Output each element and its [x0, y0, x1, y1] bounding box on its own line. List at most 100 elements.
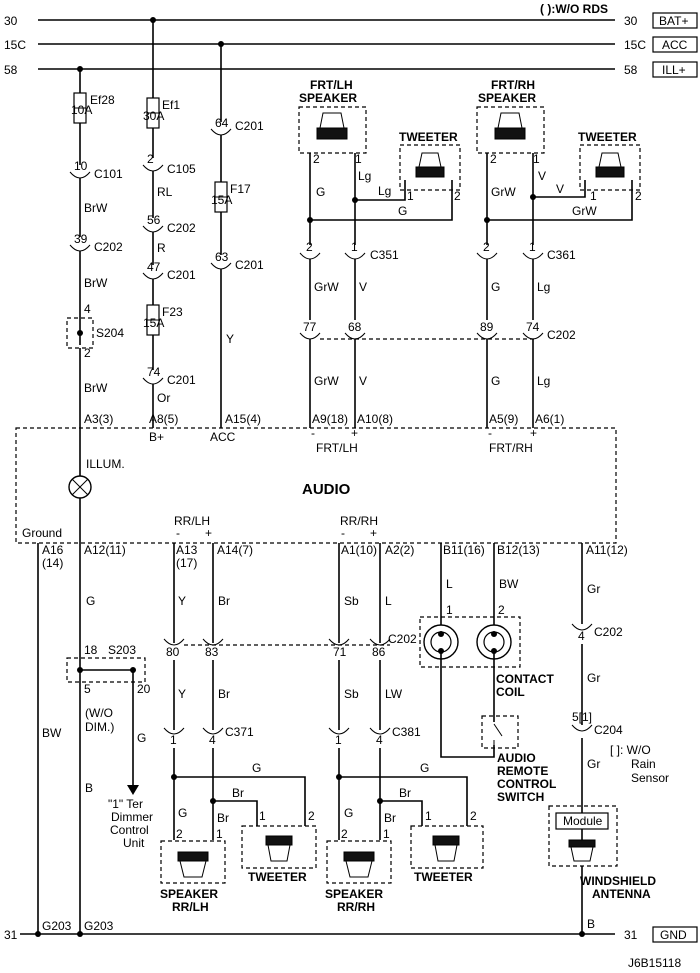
junction-dot [77, 667, 83, 673]
audio-unit-box [15, 427, 617, 544]
c202-pin-83: 83 [205, 645, 219, 659]
junction-dot [77, 931, 83, 937]
frt-lh-title-1: FRT/LH [310, 78, 353, 92]
frt-lh-wire-lg: Lg [358, 169, 371, 183]
c351-label: C351 [370, 248, 399, 262]
c202-pin-89: 89 [480, 320, 494, 334]
s204-label: S204 [96, 326, 124, 340]
frt-rh-wire-g: G [491, 280, 500, 294]
term-a12: A12(11) [84, 543, 126, 557]
rr-rh-speaker-title-2: RR/RH [337, 900, 375, 914]
switch-contact-icon [493, 723, 503, 745]
illum-label: ILLUM. [86, 457, 125, 471]
connector-c202-86 [369, 638, 391, 646]
wire-brw-2: BrW [84, 276, 108, 290]
rail-acc-tag: ACC [662, 38, 688, 52]
ground-and-dimmer-section: BW G203 G 18 S203 5 20 (W/O DIM.) G B "1… [35, 543, 153, 937]
term-a14: A14(7) [217, 543, 253, 557]
connector-c202-80 [163, 638, 185, 646]
term-a8: A8(5) [149, 412, 178, 426]
rr-rh-speaker-title-1: SPEAKER [325, 887, 383, 901]
term-a13-b: (17) [176, 556, 197, 570]
frt-lh-tweeter-box [399, 144, 461, 191]
rr-lh-wire-g: G [252, 761, 261, 775]
column-acc-feed: 64 C201 F17 15A 63 C201 Y A15(4) ACC [210, 44, 264, 444]
antenna-wire-gr2: Gr [587, 671, 600, 685]
frt-rh-wire-lg: Lg [537, 280, 550, 294]
func-acc: ACC [210, 430, 236, 444]
rail-ill-left: 58 [4, 63, 18, 77]
remote-wire-l: L [446, 577, 453, 591]
rail-acc-left: 15C [4, 38, 26, 52]
c202-pin-39: 39 [74, 232, 88, 246]
rr-rh-wire-l: L [385, 594, 392, 608]
frt-lh-minus: - [311, 426, 315, 440]
antenna-wire-gr: Gr [587, 582, 600, 596]
frt-rh-wire-g2: G [491, 374, 500, 388]
rail-gnd-right: 31 [624, 928, 638, 942]
frt-rh-tweeter-box [579, 144, 641, 191]
term-a1: A1(10) [341, 543, 377, 557]
wire-g-illum: G [86, 594, 95, 608]
c101-label: C101 [94, 167, 123, 181]
rr-lh-wire-y2: Y [178, 687, 186, 701]
rr-lh-tweeter-label: TWEETER [248, 870, 307, 884]
term-a10: A10(8) [357, 412, 393, 426]
coil-pin1: 1 [446, 603, 453, 617]
rr-lh-tweeter-icon [265, 835, 293, 862]
rail-acc: 15C 15C ACC [4, 36, 698, 53]
rr-lh-tweeter-box [241, 825, 317, 869]
rail-bat-tag: BAT+ [659, 14, 688, 28]
frt-lh-wire-v2: V [359, 374, 367, 388]
frt-lh-tweeter-icon [415, 152, 445, 178]
rr-rh-plus: + [370, 526, 377, 540]
rr-rh-tw-pin2: 2 [470, 809, 477, 823]
frt-rh-wire-grw: GrW [491, 185, 516, 199]
antenna-wire-gr3: Gr [587, 757, 600, 771]
c202-pin-80: 80 [166, 645, 180, 659]
connector-c381-a [328, 727, 350, 735]
rail-ill-right: 58 [624, 63, 638, 77]
s203-pin5: 5 [84, 682, 91, 696]
rr-lh-minus: - [176, 526, 180, 540]
rail-ill: 58 58 ILL+ [4, 61, 698, 78]
switch-label-4: SWITCH [497, 790, 544, 804]
fuse-f23-rating: 15A [143, 316, 164, 330]
frt-rh-func: FRT/RH [489, 441, 533, 455]
c201-pin-74: 74 [147, 365, 161, 379]
term-a2: A2(2) [385, 543, 414, 557]
term-a16: A16 [42, 543, 64, 557]
frt-rh-spk-pin2: 2 [490, 152, 497, 166]
antenna-c202-label: C202 [594, 625, 623, 639]
s203-pin18: 18 [84, 643, 98, 657]
contact-coil-icon-right [476, 624, 512, 660]
wire-rl: RL [157, 185, 173, 199]
term-a5: A5(9) [489, 412, 518, 426]
antenna-c204-label: C204 [594, 723, 623, 737]
connector-c202-83 [202, 638, 224, 646]
antenna-c204-pin: 5[1] [572, 710, 592, 724]
wire-brw-3: BrW [84, 381, 108, 395]
fuse-ef28-rating: 10A [71, 103, 92, 117]
c202-label-frt: C202 [547, 328, 576, 342]
wire-b-illum: B [85, 781, 93, 795]
antenna-c202-pin: 4 [578, 629, 585, 643]
dimmer-line-2: Dimmer [111, 810, 153, 824]
fuse-ef28-name: Ef28 [90, 93, 115, 107]
c201-label-col3: C201 [235, 119, 264, 133]
rr-lh-wire-y: Y [178, 594, 186, 608]
audio-title: AUDIO [302, 481, 351, 498]
rr-lh-speaker-icon [177, 851, 209, 878]
fuse-f17-name: F17 [230, 182, 251, 196]
frt-lh-speaker-box [298, 106, 367, 154]
rr-rh-label: RR/RH [340, 514, 378, 528]
frt-rh-speaker-icon [494, 112, 526, 140]
rr-lh-speaker-title-2: RR/LH [172, 900, 209, 914]
wodim-2: DIM.) [85, 720, 114, 734]
rr-lh-wire-br4: Br [217, 811, 229, 825]
rail-acc-tag-box [652, 36, 698, 53]
rail-gnd-tag-box [652, 926, 698, 943]
c201-pin-64: 64 [215, 116, 229, 130]
term-b11: B11(16) [443, 543, 485, 557]
